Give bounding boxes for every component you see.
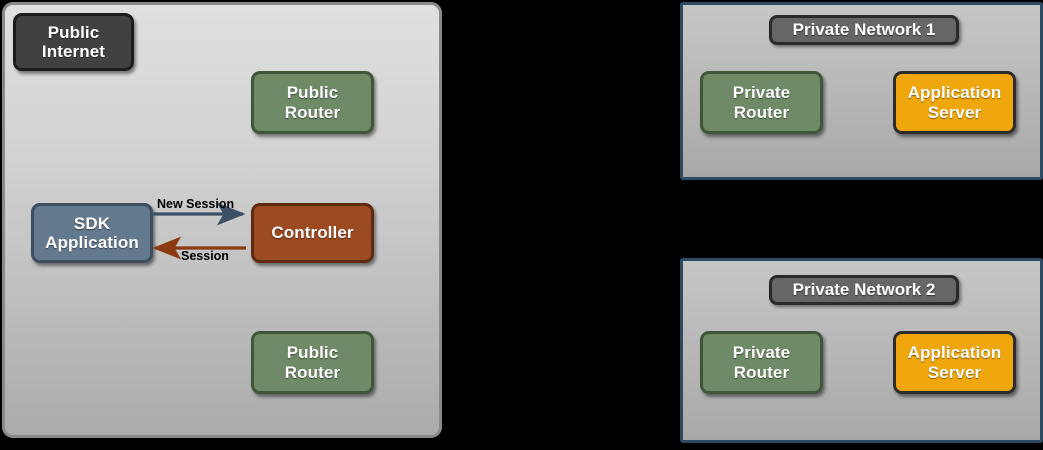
edge-label-session: Session (181, 249, 229, 263)
private-network-2-title-label: Private Network 2 (792, 280, 936, 299)
private-network-1-title-label: Private Network 1 (792, 20, 936, 39)
node-public-internet-label: Public Internet (41, 22, 106, 61)
node-controller-label: Controller (271, 223, 354, 243)
node-private-router-1-label: Private Router (732, 83, 791, 122)
node-controller[interactable]: Controller (251, 203, 374, 263)
node-public-router-bottom[interactable]: Public Router (251, 331, 374, 394)
public-internet-zone-panel: Public Internet Public Router SDK Applic… (2, 2, 442, 438)
node-application-server-1-label: Application Server (907, 83, 1002, 122)
node-public-router-top-label: Public Router (284, 83, 341, 122)
node-private-router-2-label: Private Router (732, 343, 791, 382)
node-public-internet[interactable]: Public Internet (13, 13, 134, 71)
node-application-server-1[interactable]: Application Server (893, 71, 1016, 134)
node-public-router-bottom-label: Public Router (284, 343, 341, 382)
private-network-2-title: Private Network 2 (769, 275, 959, 305)
node-private-router-2[interactable]: Private Router (700, 331, 823, 394)
private-network-2-panel: Private Network 2 Private Router Applica… (680, 258, 1043, 443)
node-application-server-2[interactable]: Application Server (893, 331, 1016, 394)
node-sdk-application[interactable]: SDK Application (31, 203, 153, 263)
edge-label-new-session: New Session (157, 197, 235, 211)
node-private-router-1[interactable]: Private Router (700, 71, 823, 134)
node-public-router-top[interactable]: Public Router (251, 71, 374, 134)
private-network-1-title: Private Network 1 (769, 15, 959, 45)
private-network-1-panel: Private Network 1 Private Router Applica… (680, 2, 1043, 180)
node-application-server-2-label: Application Server (907, 343, 1002, 382)
node-sdk-application-label: SDK Application (45, 213, 139, 252)
